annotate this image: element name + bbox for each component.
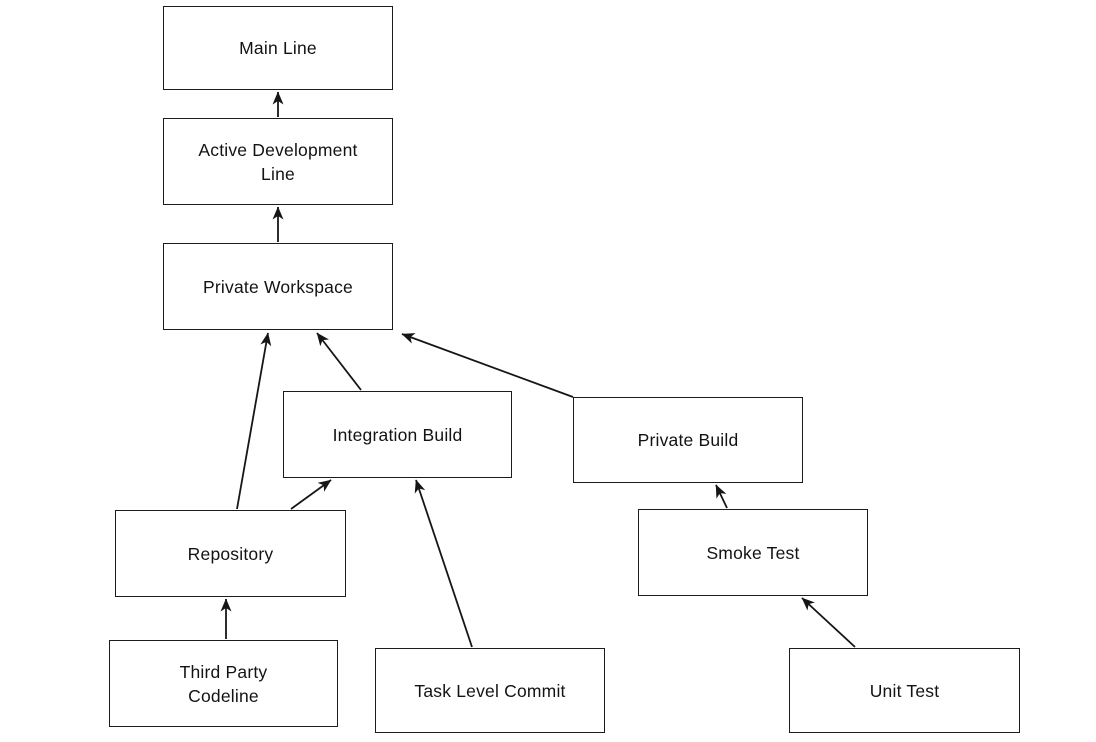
node-label-task-level-commit: Task Level Commit [414,680,566,701]
node-private-workspace: Private Workspace [163,243,393,330]
node-integration-build: Integration Build [283,391,512,478]
node-task-level-commit: Task Level Commit [375,648,605,733]
node-label-unit-test: Unit Test [869,680,940,701]
node-label-repository: Repository [187,543,274,564]
node-label-private-workspace: Private Workspace [203,276,353,297]
edge-private-build-to-private-workspace [401,333,574,398]
node-label-third-party-codeline: Third Party Codeline [179,661,268,706]
edge-repository-to-private-workspace [236,332,272,510]
edge-task-level-commit-to-integration-build [414,479,473,648]
node-unit-test: Unit Test [789,648,1020,733]
node-main-line: Main Line [163,6,393,90]
node-label-active-development-line: Active Development Line [198,139,358,184]
node-label-integration-build: Integration Build [332,424,463,445]
node-private-build: Private Build [573,397,803,483]
edge-smoke-test-to-private-build [715,484,728,509]
edge-repository-to-integration-build [290,479,332,510]
node-third-party-codeline: Third Party Codeline [109,640,338,727]
node-label-main-line: Main Line [239,38,317,58]
edge-unit-test-to-smoke-test [801,597,856,648]
node-smoke-test: Smoke Test [638,509,868,596]
edge-integration-build-to-private-workspace [316,332,362,391]
node-active-development-line: Active Development Line [163,118,393,205]
node-repository: Repository [115,510,346,597]
node-label-private-build: Private Build [637,430,739,450]
node-label-smoke-test: Smoke Test [706,542,800,563]
